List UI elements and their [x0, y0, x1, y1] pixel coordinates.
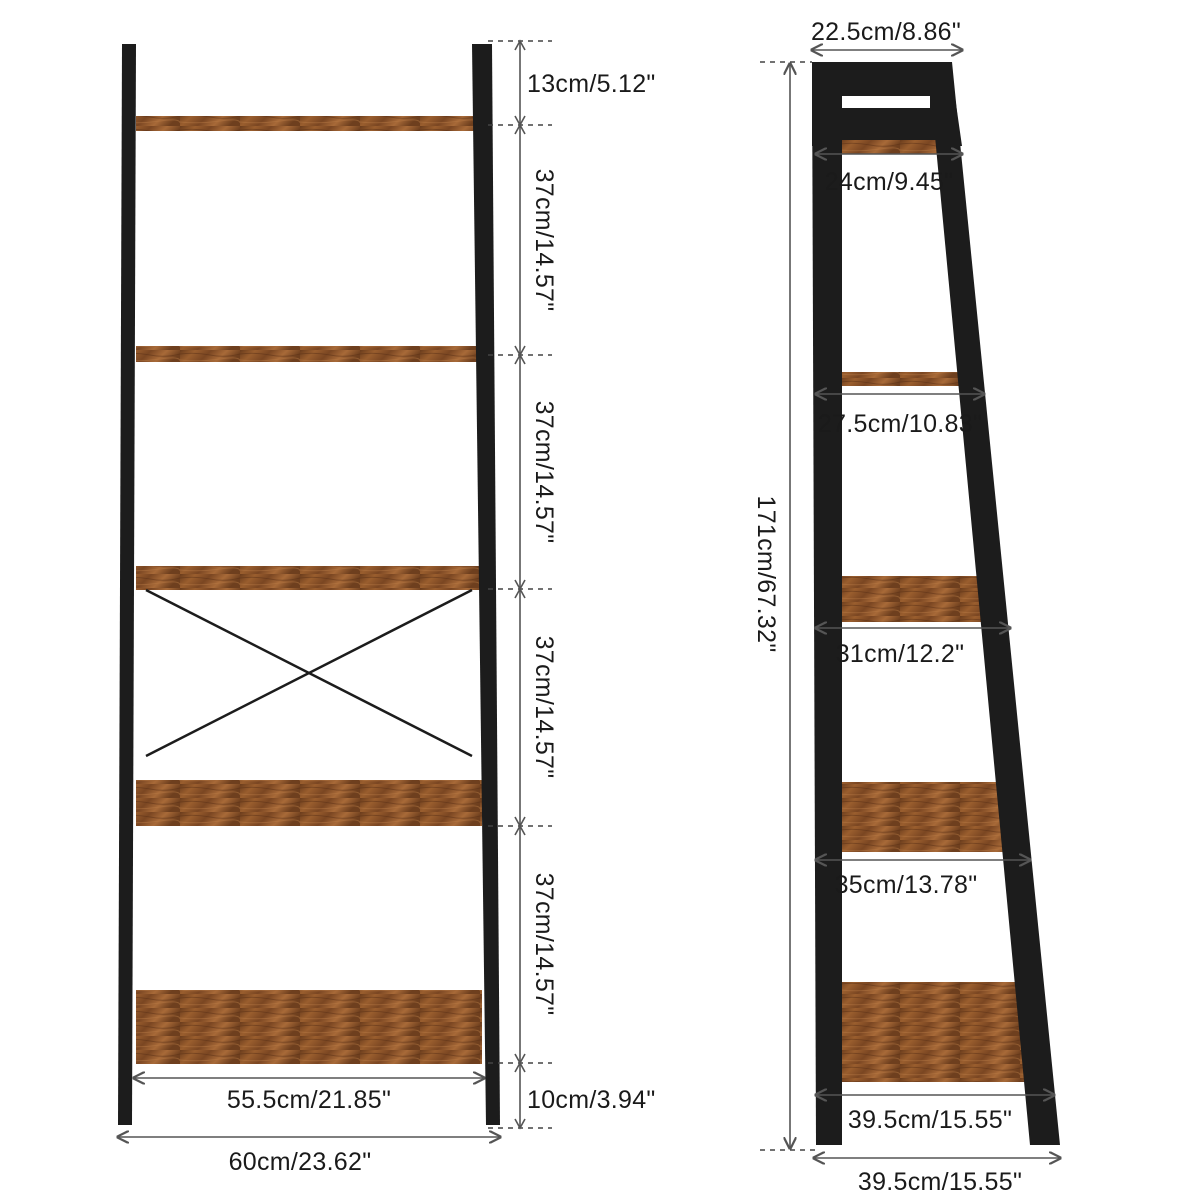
- front-cross-brace: [145, 588, 473, 758]
- front-shelf-1: [136, 116, 482, 131]
- front-height-dimensions: 13cm/5.12" 37cm/14.57" 37cm/14.57" 37cm/…: [488, 39, 656, 1130]
- side-shelf-1: [840, 140, 950, 154]
- front-left-leg: [118, 44, 136, 1125]
- side-view: 22.5cm/8.86" 171cm/67.32" 24cm/9.45" 27.…: [752, 18, 1060, 1196]
- front-shelf-3: [136, 566, 482, 590]
- side-shelves: [836, 140, 1036, 1082]
- side-shelf-depth-1-label: 24cm/9.45": [825, 168, 954, 196]
- front-shelves: [136, 116, 482, 1064]
- front-gap1-label: 37cm/14.57": [530, 169, 558, 312]
- front-top-clearance-label: 13cm/5.12": [527, 70, 656, 98]
- side-back-leg: [812, 62, 842, 1145]
- side-shelf-depth-3-label: 31cm/12.2": [836, 640, 965, 668]
- front-outer-width-label: 60cm/23.62": [229, 1148, 372, 1176]
- side-top-width-label: 22.5cm/8.86": [811, 18, 961, 46]
- front-gap2-label: 37cm/14.57": [530, 401, 558, 544]
- side-top-width-dimension: 22.5cm/8.86": [811, 18, 962, 50]
- side-base-depth-dimension: 39.5cm/15.55": [814, 1158, 1060, 1196]
- front-gap3-label: 37cm/14.57": [530, 636, 558, 779]
- front-right-leg: [472, 44, 500, 1125]
- front-width-dimensions: 55.5cm/21.85" 60cm/23.62": [118, 1078, 500, 1176]
- front-shelf-2: [136, 346, 482, 362]
- side-shelf-5: [836, 982, 1036, 1082]
- side-front-leg: [928, 62, 1060, 1145]
- side-shelf-depth-dimensions: 24cm/9.45" 27.5cm/10.83" 31cm/12.2" 35cm…: [816, 154, 1054, 1134]
- side-top-frame: [812, 62, 962, 146]
- side-shelf-3: [840, 576, 986, 622]
- side-shelf-2: [840, 372, 970, 386]
- front-shelf-4: [136, 780, 482, 826]
- front-inner-width-label: 55.5cm/21.85": [227, 1086, 391, 1114]
- front-gap4-label: 37cm/14.57": [530, 873, 558, 1016]
- front-bottom-clearance-label: 10cm/3.94": [527, 1086, 656, 1114]
- side-shelf-depth-5-label: 39.5cm/15.55": [848, 1106, 1012, 1134]
- side-total-height-label: 171cm/67.32": [752, 495, 780, 652]
- side-shelf-4: [840, 782, 1006, 852]
- side-height-dimension: 171cm/67.32": [752, 61, 816, 1151]
- side-shelf-depth-2-label: 27.5cm/10.83": [818, 410, 982, 438]
- side-shelf-depth-4-label: 35cm/13.78": [835, 871, 978, 899]
- front-shelf-5: [136, 990, 482, 1064]
- front-view: 13cm/5.12" 37cm/14.57" 37cm/14.57" 37cm/…: [118, 39, 656, 1176]
- side-base-depth-label: 39.5cm/15.55": [858, 1168, 1022, 1196]
